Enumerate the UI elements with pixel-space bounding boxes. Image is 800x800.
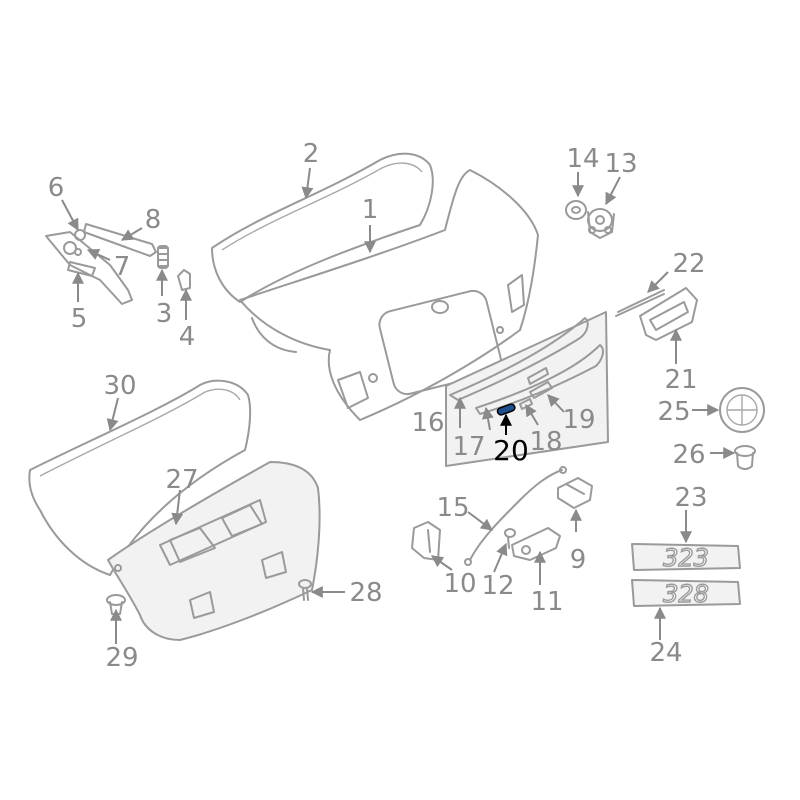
- callout-19: 19: [562, 405, 595, 435]
- callout-13: 13: [604, 149, 637, 179]
- badge-323-part: 323: [631, 543, 741, 573]
- callout-23: 23: [674, 483, 707, 513]
- badge-328-text: 328: [663, 580, 709, 608]
- callout-14: 14: [566, 144, 599, 174]
- callout-27: 27: [165, 465, 198, 495]
- hinge-assembly-part: [45, 223, 157, 305]
- bracket-part-10: [411, 521, 441, 561]
- plug-part: [734, 445, 756, 470]
- callout-26: 26: [672, 440, 705, 470]
- cable-part: [464, 466, 567, 566]
- callout-4: 4: [179, 322, 196, 352]
- roundel-part: [719, 387, 765, 433]
- highlighted-part-20: [496, 403, 516, 416]
- callout-8: 8: [145, 205, 162, 235]
- grommet-part: [565, 200, 587, 220]
- callout-7: 7: [114, 252, 131, 282]
- callout-16: 16: [411, 408, 444, 438]
- callout-29: 29: [105, 643, 138, 673]
- callout-28: 28: [349, 578, 382, 608]
- leader-lines: [61, 167, 736, 644]
- lock-cylinder-part: [587, 208, 615, 239]
- callout-2: 2: [303, 139, 320, 169]
- callout-10: 10: [443, 569, 476, 599]
- latch-part: [557, 477, 593, 509]
- callout-9: 9: [570, 545, 587, 575]
- clip-part: [177, 269, 191, 291]
- callout-5: 5: [71, 304, 88, 334]
- badge-323-text: 323: [663, 544, 709, 572]
- callout-18: 18: [529, 427, 562, 457]
- trunk-seal-part: [28, 379, 252, 576]
- trim-panel-group: [445, 311, 609, 467]
- callout-22: 22: [672, 249, 705, 279]
- license-light-part: [615, 287, 698, 341]
- callout-24: 24: [649, 638, 682, 668]
- callout-12: 12: [481, 571, 514, 601]
- callout-21: 21: [664, 365, 697, 395]
- callout-11: 11: [530, 587, 563, 617]
- spring-part: [157, 245, 169, 269]
- bracket-part-11: [511, 527, 561, 561]
- callout-6: 6: [48, 173, 65, 203]
- clip-part-28: [298, 579, 312, 601]
- callout-20: 20: [493, 434, 529, 467]
- callout-17: 17: [452, 432, 485, 462]
- badge-328-part: 328: [631, 579, 741, 609]
- callout-labels: 1 2 3 4 5 6 7 8 9 10 11 12 13 14 15 16 1…: [48, 139, 708, 673]
- callout-25: 25: [657, 397, 690, 427]
- pin-part-12: [504, 528, 516, 549]
- callout-1: 1: [362, 195, 379, 225]
- callout-30: 30: [103, 371, 136, 401]
- callout-15: 15: [436, 493, 469, 523]
- trunk-liner-part: [107, 461, 321, 641]
- callout-3: 3: [156, 299, 173, 329]
